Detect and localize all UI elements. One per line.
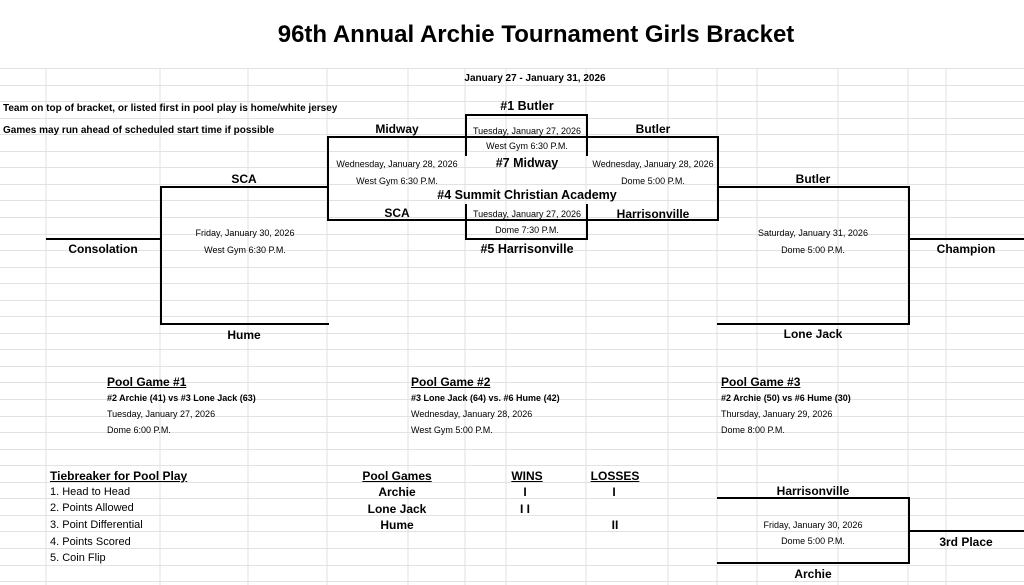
bracket-line [908,530,1024,532]
semi-left-location: West Gym 6:30 P.M. [356,176,438,186]
seed-5-team: #5 Harrisonville [480,242,574,256]
tiebreaker-item: 1. Head to Head [50,486,131,498]
bracket-line [327,136,329,221]
tiebreaker-item: 2. Points Allowed [50,502,134,514]
standings-header-team: Pool Games [362,469,432,483]
third-place-label: 3rd Place [939,535,993,549]
semi-left-date: Wednesday, January 28, 2026 [336,159,458,169]
game1-location: West Gym 6:30 P.M. [486,141,568,151]
third-place-location: Dome 5:00 P.M. [781,536,845,546]
page-title: 96th Annual Archie Tournament Girls Brac… [277,21,795,48]
bracket-line [717,136,719,221]
standings-header-losses: LOSSES [590,469,640,483]
semi-right-date: Wednesday, January 28, 2026 [592,159,714,169]
standings-wins: I I [519,502,531,516]
pool-game-3-matchup: #2 Archie (50) vs #6 Hume (30) [721,393,851,403]
championship-location: Dome 5:00 P.M. [781,245,845,255]
bracket-line [717,497,910,499]
bracket-line [160,323,329,325]
pool-game-1-matchup: #2 Archie (41) vs #3 Lone Jack (63) [107,393,256,403]
consolation-location: West Gym 6:30 P.M. [204,245,286,255]
bracket-line [465,238,588,240]
semi-left-bottom-team: SCA [384,206,410,220]
bracket-line [586,204,588,240]
bracket-line [160,186,329,188]
pool-game-2-matchup: #3 Lone Jack (64) vs. #6 Hume (42) [411,393,560,403]
pool-game-3-location: Dome 8:00 P.M. [721,425,785,435]
tiebreaker-item: 3. Point Differential [50,519,143,531]
game1-date: Tuesday, January 27, 2026 [472,126,582,136]
seed-1-team: #1 Butler [500,99,554,113]
bracket-line [908,238,1024,240]
schedule-note: Games may run ahead of scheduled start t… [3,125,275,136]
standings-losses: II [611,518,619,532]
bracket-line [908,186,910,325]
consolation-label: Consolation [68,242,138,256]
bracket-line [717,323,910,325]
championship-top-team: Butler [795,172,831,186]
third-place-top-team: Harrisonville [776,484,850,498]
seed-4-team: #4 Summit Christian Academy [437,188,617,202]
champion-label: Champion [936,242,996,256]
bracket-line [465,114,588,116]
home-jersey-note: Team on top of bracket, or listed first … [3,103,338,114]
game2-location: Dome 7:30 P.M. [495,225,559,235]
third-place-date: Friday, January 30, 2026 [763,520,863,530]
bracket-line [46,238,162,240]
game2-date: Tuesday, January 27, 2026 [472,209,582,219]
tiebreaker-title: Tiebreaker for Pool Play [50,469,188,483]
pool-game-1-location: Dome 6:00 P.M. [107,425,171,435]
pool-game-2-title: Pool Game #2 [411,375,491,389]
tiebreaker-item: 5. Coin Flip [50,552,106,564]
championship-date: Saturday, January 31, 2026 [758,228,868,238]
bracket-line [586,114,588,156]
bracket-line [717,562,910,564]
tournament-dates: January 27 - January 31, 2026 [464,73,606,84]
standings-header-wins: WINS [511,469,543,483]
championship-bottom-team: Lone Jack [783,327,843,341]
semi-left-top-team: Midway [375,122,419,136]
bracket-line [465,114,467,156]
standings-team: Lone Jack [367,502,427,516]
consolation-date: Friday, January 30, 2026 [195,228,295,238]
consolation-top-team: SCA [231,172,257,186]
pool-game-3-date: Thursday, January 29, 2026 [721,409,833,419]
bracket-line [465,204,467,240]
pool-game-1-date: Tuesday, January 27, 2026 [107,409,216,419]
pool-game-2-location: West Gym 5:00 P.M. [411,425,493,435]
bracket-line [717,186,910,188]
standings-team: Hume [380,518,414,532]
bracket-line [160,186,162,325]
pool-game-2-date: Wednesday, January 28, 2026 [411,409,533,419]
semi-right-bottom-team: Harrisonville [616,207,690,221]
standings-team: Archie [378,485,416,499]
pool-game-3-title: Pool Game #3 [721,375,801,389]
standings-wins: I [523,485,527,499]
bracket-line [327,219,719,221]
bracket-line [327,136,719,138]
semi-right-top-team: Butler [635,122,671,136]
semi-right-location: Dome 5:00 P.M. [621,176,685,186]
pool-game-1-title: Pool Game #1 [107,375,187,389]
seed-7-team: #7 Midway [495,156,559,170]
tiebreaker-item: 4. Points Scored [50,536,131,548]
consolation-bottom-team: Hume [227,328,261,342]
third-place-bottom-team: Archie [794,567,832,581]
standings-losses: I [612,485,616,499]
